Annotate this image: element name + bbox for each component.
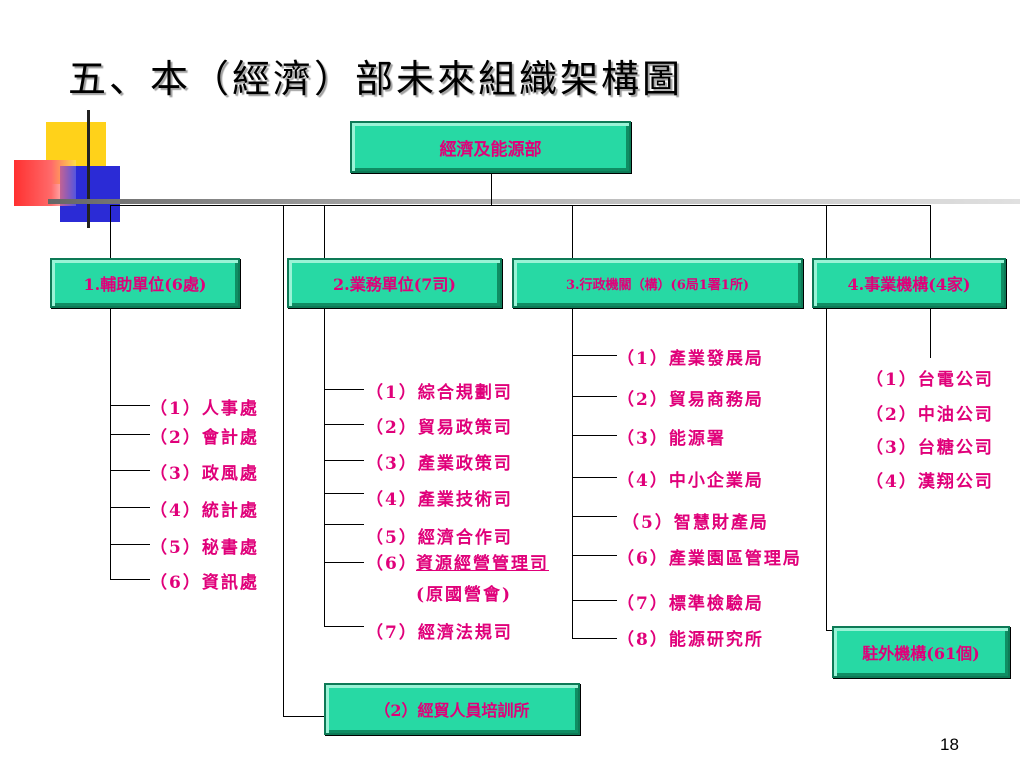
connector bbox=[110, 405, 150, 406]
connector bbox=[930, 205, 931, 258]
admin-item-trade-commerce: （2）貿易商務局 bbox=[617, 390, 764, 410]
admin-item-standards: （7）標準檢驗局 bbox=[617, 594, 764, 614]
admin-item-energy: （3）能源署 bbox=[617, 429, 726, 449]
unit-enterprise-box: 4.事業機構(4家) bbox=[812, 258, 1006, 308]
aux-item-it: （6）資訊處 bbox=[150, 573, 259, 593]
page-title: 五、本（經濟）部未來組織架構圖 bbox=[68, 57, 684, 101]
biz-item-resource-num: （6） bbox=[366, 554, 418, 574]
biz-item-trade-policy: （2）貿易政策司 bbox=[366, 418, 513, 438]
connector bbox=[110, 434, 150, 435]
unit-admin-box: 3.行政機關（構）(6局1署1所) bbox=[512, 258, 803, 308]
biz-item-industry-tech: （4）產業技術司 bbox=[366, 490, 513, 510]
biz-item-planning: （1）綜合規劃司 bbox=[366, 383, 513, 403]
connector bbox=[324, 460, 364, 461]
connector bbox=[283, 205, 284, 717]
connector bbox=[572, 205, 573, 258]
connector bbox=[324, 493, 364, 494]
biz-item-resource-mgmt: 資源經營管理司 bbox=[416, 554, 549, 574]
connector bbox=[110, 205, 930, 206]
connector bbox=[572, 477, 617, 478]
connector bbox=[826, 308, 827, 630]
connector bbox=[572, 555, 617, 556]
admin-item-energy-research: （8）能源研究所 bbox=[617, 630, 764, 650]
root-node: 經濟及能源部 bbox=[350, 121, 631, 173]
connector bbox=[324, 562, 364, 563]
deco-vertical-line bbox=[87, 110, 90, 228]
connector bbox=[491, 173, 492, 206]
connector bbox=[572, 396, 617, 397]
aux-item-personnel: （1）人事處 bbox=[150, 399, 259, 419]
page-number: 18 bbox=[940, 735, 959, 754]
connector bbox=[572, 516, 617, 517]
connector bbox=[324, 424, 364, 425]
connector bbox=[324, 389, 364, 390]
overseas-box: 駐外機構(61個) bbox=[832, 626, 1010, 678]
ent-item-aidc: （4）漢翔公司 bbox=[866, 472, 994, 492]
connector bbox=[283, 716, 325, 717]
aux-item-accounting: （2）會計處 bbox=[150, 428, 259, 448]
connector bbox=[110, 205, 111, 258]
connector bbox=[930, 308, 931, 358]
connector bbox=[572, 638, 617, 639]
connector bbox=[110, 470, 150, 471]
biz-item-economic-coop: （5）經濟合作司 bbox=[366, 528, 513, 548]
unit-business-box: 2.業務單位(7司) bbox=[287, 258, 502, 308]
ent-item-taisugar: （3）台糖公司 bbox=[866, 438, 994, 458]
unit-aux-box: 1.輔助單位(6處) bbox=[50, 258, 240, 308]
biz-item-legal: （7）經濟法規司 bbox=[366, 623, 513, 643]
ent-item-taipower: （1）台電公司 bbox=[866, 370, 994, 390]
aux-item-statistics: （4）統計處 bbox=[150, 501, 259, 521]
connector bbox=[324, 626, 364, 627]
connector bbox=[110, 507, 150, 508]
connector bbox=[572, 308, 573, 638]
training-box: （2）經貿人員培訓所 bbox=[324, 683, 580, 735]
admin-item-ip: （5）智慧財產局 bbox=[622, 513, 769, 533]
aux-item-ethics: （3）政風處 bbox=[150, 464, 259, 484]
connector bbox=[572, 600, 617, 601]
aux-item-secretariat: （5）秘書處 bbox=[150, 538, 259, 558]
biz-item-industry-policy: （3）產業政策司 bbox=[366, 454, 513, 474]
deco-red-square bbox=[14, 160, 76, 206]
connector bbox=[826, 205, 827, 258]
deco-horizontal-rule bbox=[48, 199, 1020, 204]
admin-item-industrial-park: （6）產業園區管理局 bbox=[617, 549, 802, 569]
connector bbox=[572, 435, 617, 436]
admin-item-sme: （4）中小企業局 bbox=[617, 471, 764, 491]
admin-item-industrial-dev: （1）產業發展局 bbox=[617, 349, 764, 369]
connector bbox=[110, 544, 150, 545]
connector bbox=[324, 308, 325, 626]
connector bbox=[324, 524, 364, 525]
connector bbox=[110, 579, 150, 580]
connector bbox=[110, 308, 111, 579]
biz-item-resource-note: (原國營會) bbox=[416, 585, 513, 605]
connector bbox=[324, 205, 325, 258]
ent-item-cpc: （2）中油公司 bbox=[866, 405, 994, 425]
connector bbox=[826, 630, 832, 631]
connector bbox=[572, 355, 617, 356]
